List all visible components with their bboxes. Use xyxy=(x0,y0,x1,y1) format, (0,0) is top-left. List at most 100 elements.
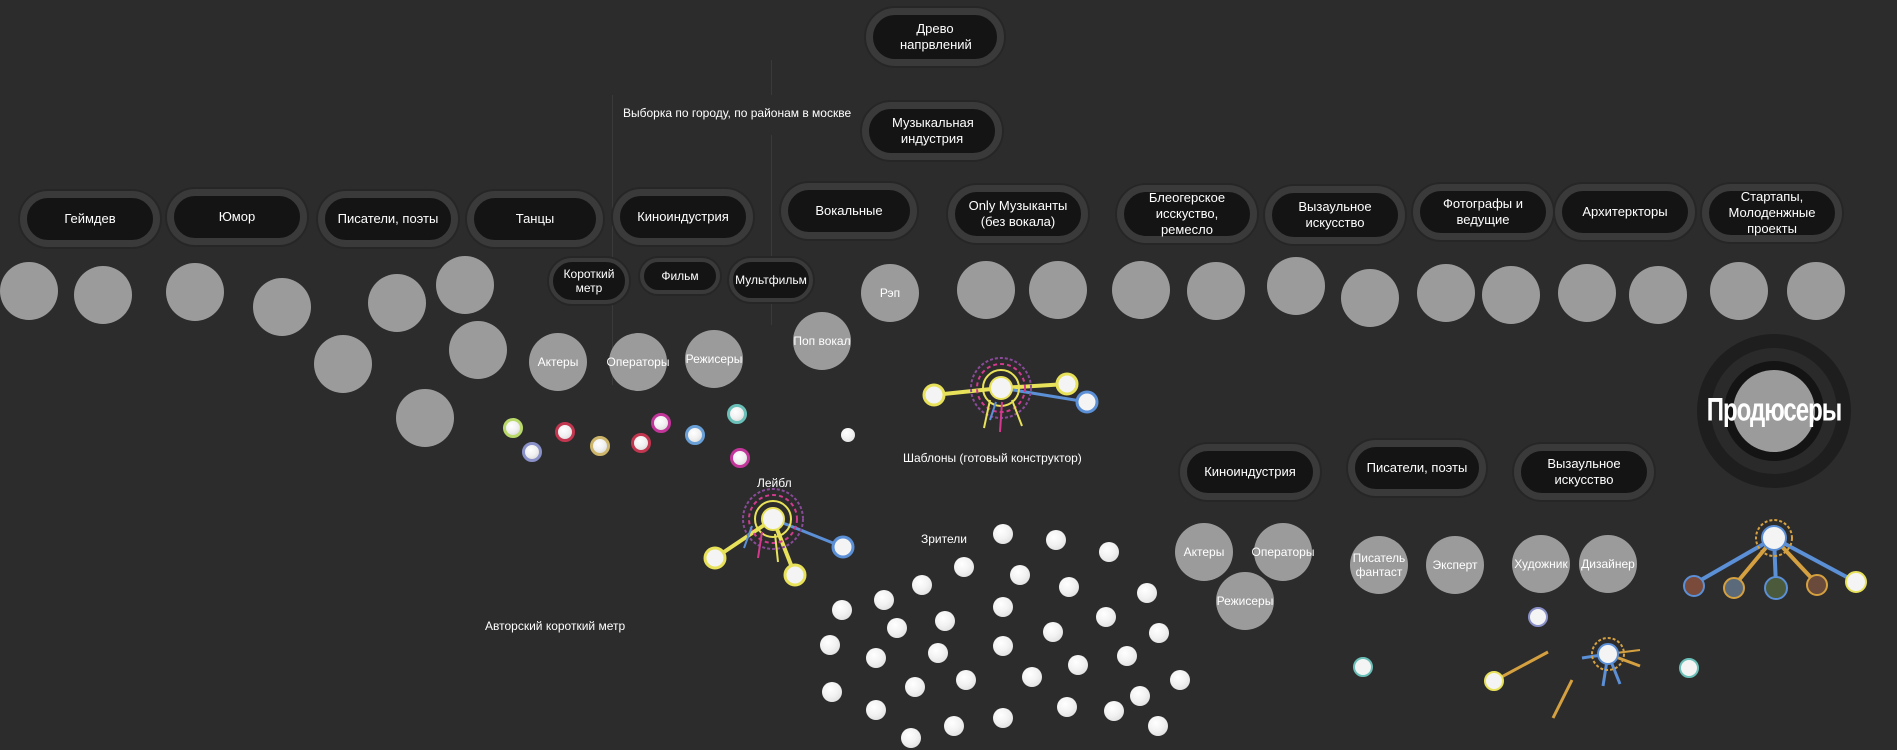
network-edge xyxy=(774,533,779,563)
network-edge xyxy=(989,401,997,421)
viewer-dot xyxy=(1046,530,1066,550)
node-circle[interactable] xyxy=(1267,257,1325,315)
viewer-dot xyxy=(1099,542,1119,562)
viewers-label: Зрители xyxy=(921,532,967,546)
node-circle[interactable] xyxy=(253,278,311,336)
music-industry-node[interactable]: Музыкальная индустрия xyxy=(862,102,1002,160)
category-photographers[interactable]: Фотографы и ведущие xyxy=(1413,184,1553,240)
avatar xyxy=(1723,577,1745,599)
small-node-dot[interactable] xyxy=(730,448,750,468)
network-ring xyxy=(742,488,804,550)
category-blogger[interactable]: Блеогерское исскуство, ремесло xyxy=(1117,185,1257,243)
network-edge xyxy=(1493,650,1549,683)
category-architects[interactable]: Архитеркторы xyxy=(1555,184,1695,240)
label-network xyxy=(703,488,855,587)
viewer-dot xyxy=(822,682,842,702)
small-node-dot[interactable] xyxy=(685,425,705,445)
group-film-industry[interactable]: Киноиндустрия xyxy=(1180,444,1320,500)
node-circle[interactable] xyxy=(1710,262,1768,320)
node-circle[interactable] xyxy=(314,335,372,393)
category-humor[interactable]: Юмор xyxy=(167,189,307,245)
role-directors[interactable]: Режисеры xyxy=(685,330,743,388)
node-circle[interactable] xyxy=(0,262,58,320)
network-ring xyxy=(1755,519,1793,557)
film-sub-cartoon[interactable]: Мультфильм xyxy=(729,258,813,302)
small-node-dot[interactable] xyxy=(651,413,671,433)
small-node-dot[interactable] xyxy=(841,428,855,442)
node-circle[interactable] xyxy=(166,263,224,321)
node-circle[interactable] xyxy=(1629,266,1687,324)
vocal-rap[interactable]: Рэп xyxy=(861,264,919,322)
node-circle[interactable] xyxy=(1029,261,1087,319)
small-node-dot[interactable] xyxy=(631,433,651,453)
category-film-industry[interactable]: Киноиндустрия xyxy=(613,189,753,245)
viewer-dot xyxy=(954,557,974,577)
node-circle[interactable] xyxy=(1341,269,1399,327)
node-circle[interactable] xyxy=(74,266,132,324)
role-designer[interactable]: Дизайнер xyxy=(1579,535,1637,593)
author-short-label: Авторский короткий метр xyxy=(485,619,626,633)
viewer-dot xyxy=(912,575,932,595)
viewer-dot xyxy=(944,716,964,736)
role-writer-fantasy[interactable]: Писатель фантаст xyxy=(1350,536,1408,594)
viewer-dot xyxy=(1148,716,1168,736)
node-circle[interactable] xyxy=(1558,264,1616,322)
role-actors[interactable]: Актеры xyxy=(529,333,587,391)
node-circle[interactable] xyxy=(1187,262,1245,320)
network-ring xyxy=(1591,637,1625,671)
small-node-dot[interactable] xyxy=(727,404,747,424)
network-node xyxy=(922,383,946,407)
category-writers[interactable]: Писатели, поэты xyxy=(318,191,458,247)
node-circle[interactable] xyxy=(449,321,507,379)
root-node[interactable]: Древо напрвлений xyxy=(866,8,1004,66)
category-dance[interactable]: Танцы xyxy=(467,191,603,247)
viewer-dot xyxy=(905,677,925,697)
category-visual-art[interactable]: Вызаульное искусство xyxy=(1265,186,1405,244)
node-circle[interactable] xyxy=(1787,262,1845,320)
viewer-dot xyxy=(820,635,840,655)
network-node xyxy=(703,546,727,570)
label-label: Лейбл xyxy=(757,476,792,490)
role-expert[interactable]: Эксперт xyxy=(1426,536,1484,594)
viewer-dot xyxy=(993,597,1013,617)
network-node xyxy=(1679,658,1699,678)
viewer-dot xyxy=(866,700,886,720)
small-node-dot[interactable] xyxy=(590,436,610,456)
producers-ring: Продюсеры xyxy=(1707,348,1842,474)
visual-art-network xyxy=(1353,607,1699,719)
small-node-dot[interactable] xyxy=(503,418,523,438)
node-circle[interactable] xyxy=(396,389,454,447)
producers-node[interactable]: Продюсеры xyxy=(1697,334,1851,488)
role-artist[interactable]: Художник xyxy=(1512,535,1570,593)
film-sub-film[interactable]: Фильм xyxy=(640,258,720,294)
viewer-dot xyxy=(1117,646,1137,666)
category-gamedev[interactable]: Геймдев xyxy=(20,191,160,247)
viewer-dot xyxy=(1130,686,1150,706)
film-sub-short[interactable]: Короткий метр xyxy=(549,258,629,304)
node-circle[interactable] xyxy=(436,256,494,314)
role-operators[interactable]: Операторы xyxy=(607,333,669,391)
bottom-role-directors[interactable]: Режисеры xyxy=(1216,572,1274,630)
node-circle[interactable] xyxy=(1112,261,1170,319)
group-visual-art[interactable]: Вызаульное искусство xyxy=(1514,444,1654,500)
small-node-dot[interactable] xyxy=(555,422,575,442)
bottom-role-operators[interactable]: Операторы xyxy=(1252,523,1314,581)
avatar xyxy=(1683,575,1705,597)
viewer-dot xyxy=(956,670,976,690)
viewer-dot xyxy=(901,728,921,748)
vocal-pop[interactable]: Поп вокал xyxy=(793,312,851,370)
node-circle[interactable] xyxy=(1417,264,1475,322)
small-node-dot[interactable] xyxy=(522,442,542,462)
network-node xyxy=(1055,372,1079,396)
category-only-musicians[interactable]: Only Музыканты (без вокала) xyxy=(948,185,1088,243)
node-circle[interactable] xyxy=(1482,266,1540,324)
node-circle[interactable] xyxy=(368,274,426,332)
group-writers[interactable]: Писатели, поэты xyxy=(1348,440,1486,496)
connector-line xyxy=(612,95,613,385)
node-circle[interactable] xyxy=(957,261,1015,319)
category-startups[interactable]: Стартапы, Молоденжные проекты xyxy=(1702,184,1842,242)
category-vocal[interactable]: Вокальные xyxy=(781,183,917,239)
bottom-role-actors[interactable]: Актеры xyxy=(1175,523,1233,581)
viewer-dot xyxy=(874,590,894,610)
